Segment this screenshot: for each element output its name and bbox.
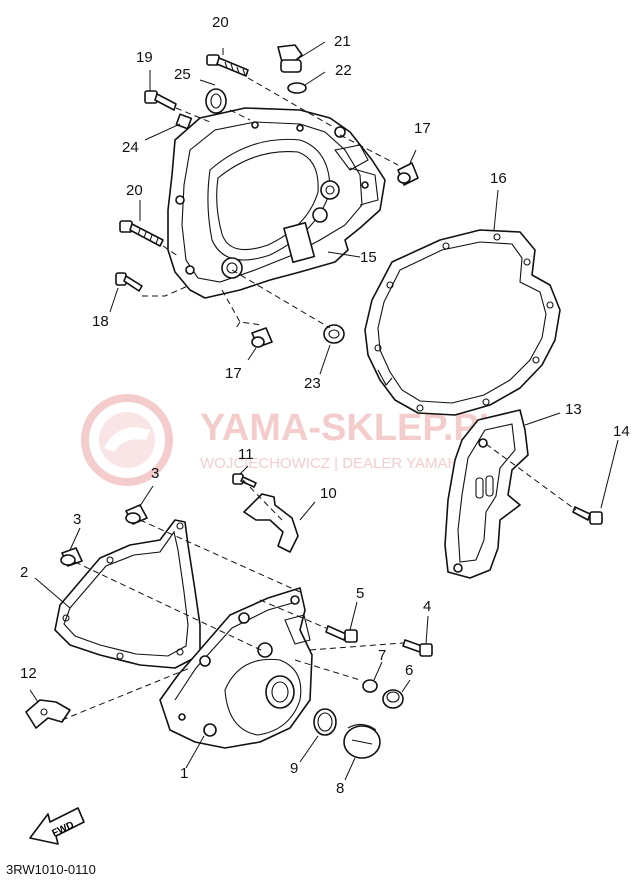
part-22-o-ring [287, 82, 307, 94]
callout-17-b: 17 [225, 365, 242, 382]
part-10-bracket [243, 493, 299, 553]
part-17-dowel-upper [397, 162, 419, 186]
callout-4: 4 [423, 598, 431, 615]
callout-2: 2 [20, 564, 28, 581]
callout-9: 9 [290, 760, 298, 777]
part-3-dowel-upper [125, 504, 148, 525]
callout-13: 13 [565, 401, 582, 418]
part-18-bolt [115, 272, 143, 292]
callout-8: 8 [336, 780, 344, 797]
callout-17-a: 17 [414, 120, 431, 137]
part-1-crankcase-cover [159, 587, 313, 749]
callout-12: 12 [20, 665, 37, 682]
part-21-oil-filler-cap [277, 44, 303, 73]
callout-10: 10 [320, 485, 337, 502]
part-11-screw [232, 473, 257, 488]
part-16-gasket [364, 229, 561, 416]
part-3-dowel-lower [60, 547, 83, 567]
upper-reference-lines [109, 41, 499, 375]
part-13-sprocket-cover [444, 409, 529, 579]
part-17-dowel-lower [251, 327, 273, 348]
callout-labels: 20 21 22 19 25 24 17 16 20 15 18 17 23 1… [20, 14, 630, 797]
callout-19: 19 [136, 49, 153, 66]
callout-6: 6 [405, 662, 413, 679]
part-4-bolt [402, 639, 433, 657]
part-12-clamp [25, 699, 71, 729]
part-2-gasket [54, 519, 201, 669]
part-5-bolt [325, 625, 358, 643]
callout-3-a: 3 [151, 465, 159, 482]
part-6-plug [382, 689, 404, 709]
callout-20-b: 20 [126, 182, 143, 199]
callout-24: 24 [122, 139, 139, 156]
part-24-clamp [175, 113, 193, 130]
fwd-arrow-icon: FWD [29, 807, 85, 845]
part-9-o-ring [313, 708, 337, 736]
callout-15: 15 [360, 249, 377, 266]
part-19-bolt [144, 90, 177, 111]
callout-7: 7 [378, 647, 386, 664]
part-23-oil-seal [323, 324, 345, 344]
callout-16: 16 [490, 170, 507, 187]
callout-1: 1 [180, 765, 188, 782]
watermark-subtitle: WOJCIECHOWICZ | DEALER YAMAHA [200, 455, 468, 472]
callout-21: 21 [334, 33, 351, 50]
right-reference-lines [485, 412, 619, 511]
part-20-bolt-upper [206, 54, 249, 77]
callout-23: 23 [304, 375, 321, 392]
callout-25: 25 [174, 66, 191, 83]
lower-reference-lines [29, 465, 429, 781]
callout-3-b: 3 [73, 511, 81, 528]
part-20-bolt-lower [119, 220, 164, 247]
callout-11: 11 [238, 446, 254, 463]
part-15-crankcase-cover [167, 107, 386, 299]
callout-5: 5 [356, 585, 364, 602]
part-7-o-ring [362, 679, 378, 693]
callout-18: 18 [92, 313, 109, 330]
callout-22: 22 [335, 62, 352, 79]
part-25-oil-seal [205, 88, 227, 114]
callout-14: 14 [613, 423, 630, 440]
part-8-cap [343, 723, 381, 759]
part-code: 3RW1010-0110 [6, 862, 96, 877]
callout-20-a: 20 [212, 14, 229, 31]
part-14-bolt [572, 506, 603, 525]
